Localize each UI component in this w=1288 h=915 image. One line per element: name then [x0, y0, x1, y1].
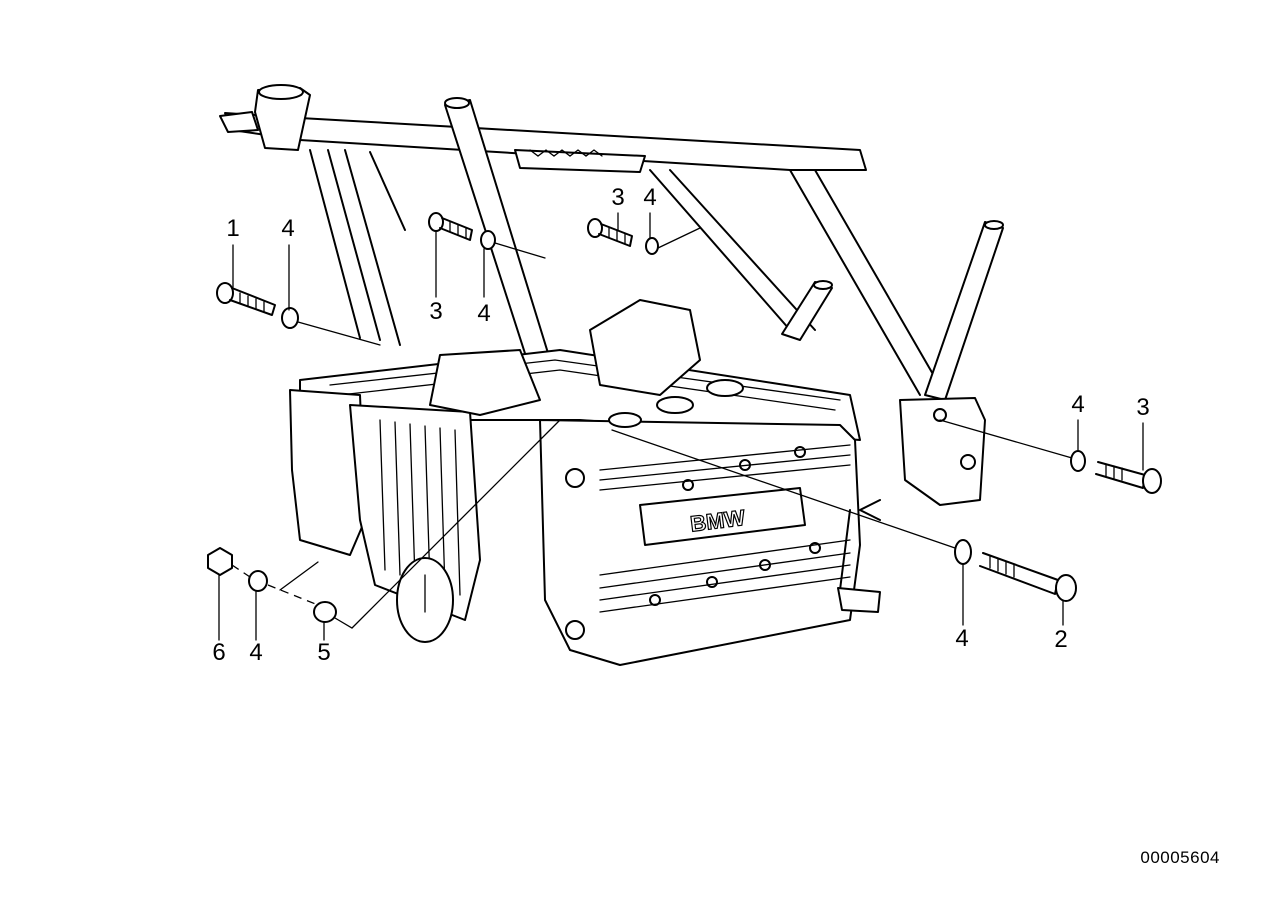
bolt-part-3-b — [587, 218, 633, 247]
washer-part-4-d — [1070, 450, 1086, 472]
callout-part-4: 4 — [955, 625, 969, 652]
nut-part-6 — [207, 547, 233, 576]
bolt-part-3-a — [428, 212, 473, 241]
callout-part-4: 4 — [643, 184, 657, 211]
callout-part-4: 4 — [1071, 391, 1085, 418]
bolt-part-1 — [216, 282, 276, 316]
fasteners — [207, 212, 1162, 641]
bolt-part-3-c — [1095, 461, 1162, 494]
callout-part-4: 4 — [281, 215, 295, 242]
engine-block: BMW — [289, 299, 881, 666]
washer-part-4-b — [480, 230, 496, 250]
washer-part-5 — [313, 601, 337, 623]
bolt-part-2 — [979, 552, 1077, 602]
drawing-number: 00005604 — [1140, 848, 1220, 867]
washer-part-4-e — [954, 539, 972, 565]
washer-part-4-f — [248, 570, 268, 592]
callout-part-3: 3 — [1136, 394, 1150, 421]
frame — [219, 84, 1004, 506]
callout-part-3: 3 — [611, 184, 625, 211]
callout-part-4: 4 — [477, 300, 491, 327]
callout-part-1: 1 — [226, 215, 240, 242]
callout-part-6: 6 — [212, 639, 226, 666]
washer-part-4-a — [281, 307, 299, 329]
callout-part-3: 3 — [429, 298, 443, 325]
callout-part-2: 2 — [1054, 626, 1068, 653]
washer-part-4-c — [645, 237, 659, 255]
callout-part-4: 4 — [249, 639, 263, 666]
callout-part-5: 5 — [317, 639, 331, 666]
